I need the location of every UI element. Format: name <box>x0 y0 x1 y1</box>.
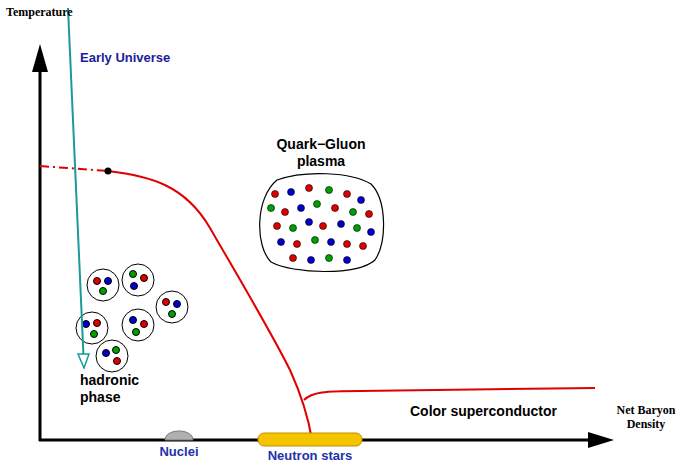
quark-dot <box>320 223 327 230</box>
phase-label: hadronic phase <box>80 372 160 406</box>
quark-dot <box>294 241 301 248</box>
quark-dot <box>282 209 289 216</box>
plasma-region: Quark−Gluon plasma <box>255 136 387 170</box>
node-label: Neutron stars <box>250 448 370 463</box>
axis-arrowhead <box>32 44 48 72</box>
quark-dot <box>344 257 351 264</box>
quark-dot <box>338 221 345 228</box>
quark-dot <box>306 219 313 226</box>
quark-dot <box>360 243 367 250</box>
quark-dot <box>312 237 319 244</box>
quark-dot <box>328 239 335 246</box>
quark-dot <box>274 223 281 230</box>
temperature-axis <box>39 70 42 441</box>
quark-dot <box>272 191 279 198</box>
phase-label: Color superconductor <box>410 403 557 419</box>
node-texts: Quark−Gluon plasma <box>255 136 387 170</box>
quark-dot <box>344 241 351 248</box>
neutron-star-band: Neutron stars <box>250 432 370 463</box>
quark-dot <box>306 185 313 192</box>
node-texts: Nuclei <box>150 427 208 459</box>
quark-dot <box>332 205 339 212</box>
node-shape <box>250 432 370 448</box>
critical-point <box>105 168 112 175</box>
neutron-star-fill <box>258 433 362 446</box>
quark-dot <box>326 187 333 194</box>
quark-dot <box>358 197 365 204</box>
nuclei-bump <box>165 431 193 440</box>
quark-dot <box>354 225 361 232</box>
node-label: Quark−Gluon plasma <box>255 136 387 170</box>
axis-title: Temperature <box>6 5 73 20</box>
superconductor-boundary <box>304 388 595 400</box>
node-shape <box>255 172 387 276</box>
quark-dot <box>290 255 297 262</box>
axis-arrowhead <box>588 432 614 448</box>
quark-dot <box>350 209 357 216</box>
quark-dot <box>298 205 305 212</box>
axis-title: Net Baryon Density <box>610 403 682 431</box>
crossover-line <box>40 166 108 171</box>
quark-dot <box>288 189 295 196</box>
quark-dot <box>290 225 297 232</box>
arrowhead <box>78 354 89 368</box>
quark-dot <box>326 255 333 262</box>
node-texts: Neutron stars <box>250 432 370 463</box>
quark-dot <box>308 257 315 264</box>
quark-dot <box>268 205 275 212</box>
hadrons <box>76 264 188 372</box>
quark-dot <box>314 201 321 208</box>
node-shape <box>150 427 208 441</box>
phase-boundary <box>108 171 312 440</box>
nuclei-marker: Nuclei <box>150 427 208 459</box>
plasma-outline <box>260 174 384 272</box>
arrow-label: Early Universe <box>80 50 170 65</box>
quark-dot <box>278 239 285 246</box>
quark-dot <box>368 229 375 236</box>
quark-dot <box>366 211 373 218</box>
node-label: Nuclei <box>150 444 208 459</box>
quark-dot <box>344 191 351 198</box>
